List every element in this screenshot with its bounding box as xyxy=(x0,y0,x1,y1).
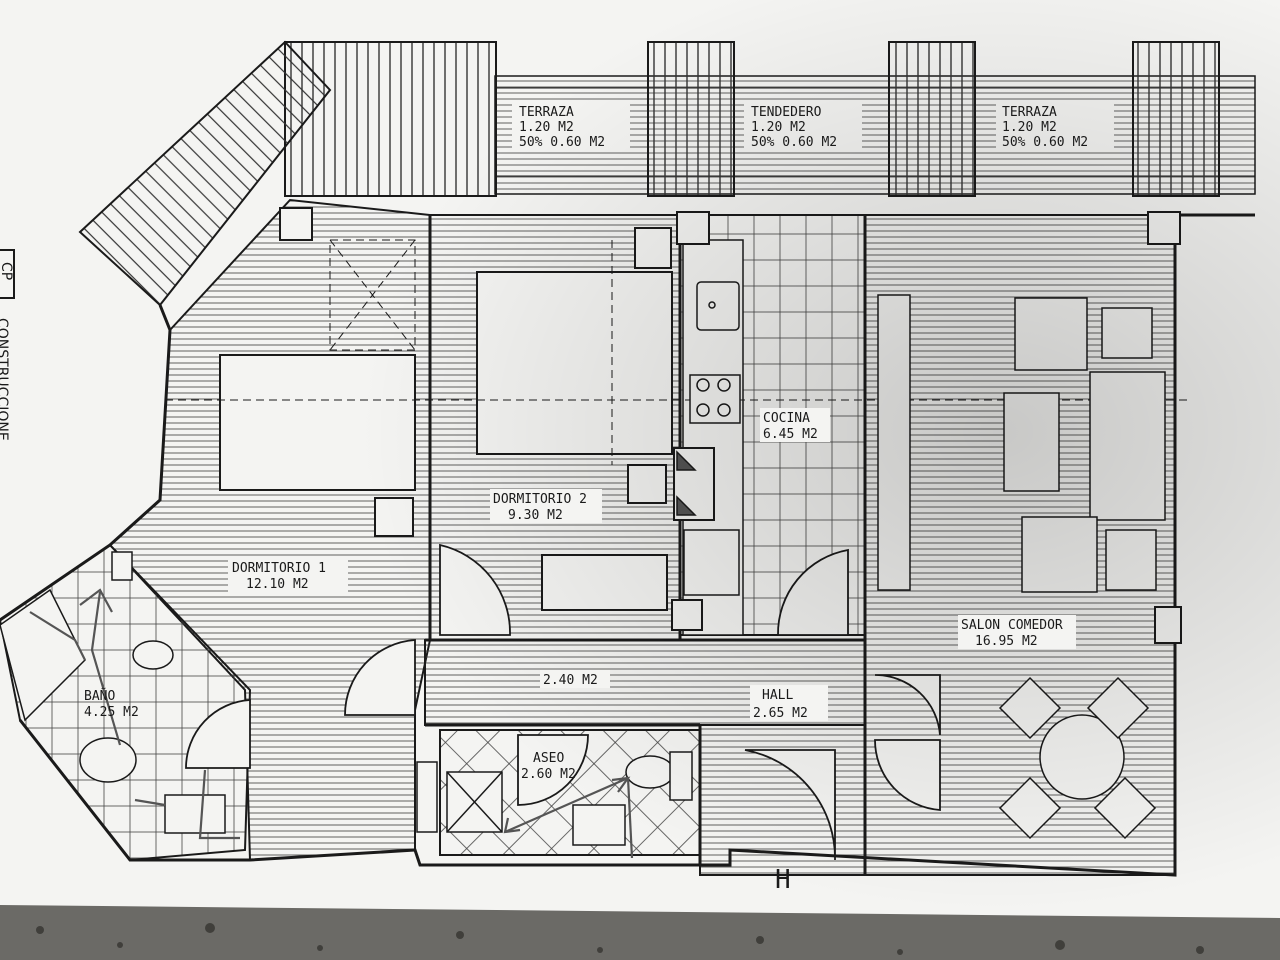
svg-text:1.20 M2: 1.20 M2 xyxy=(519,120,574,135)
svg-text:16.95 M2: 16.95 M2 xyxy=(975,634,1038,649)
svg-text:TERRAZA: TERRAZA xyxy=(519,105,574,120)
label-aseo: ASEO 2.60 M2 xyxy=(521,751,576,782)
svg-text:2.60 M2: 2.60 M2 xyxy=(521,767,576,782)
label-cocina: COCINA 6.45 M2 xyxy=(760,408,830,442)
company-logo: CP xyxy=(0,249,15,299)
svg-text:2.40 M2: 2.40 M2 xyxy=(543,673,598,688)
svg-text:BAÑO: BAÑO xyxy=(84,688,115,704)
svg-text:50% 0.60 M2: 50% 0.60 M2 xyxy=(1002,135,1088,150)
svg-text:COCINA: COCINA xyxy=(763,411,810,426)
svg-text:SALON COMEDOR: SALON COMEDOR xyxy=(961,618,1063,633)
svg-text:DORMITORIO 1: DORMITORIO 1 xyxy=(232,561,326,576)
label-bano: BAÑO 4.25 M2 xyxy=(84,688,139,720)
svg-text:ASEO: ASEO xyxy=(533,751,564,766)
svg-text:9.30 M2: 9.30 M2 xyxy=(508,508,563,523)
company-side-text: CONSTRUCCIONE xyxy=(0,318,10,441)
label-terraza-right: TERRAZA 1.20 M2 50% 0.60 M2 xyxy=(1002,105,1088,150)
entrance-mark: H xyxy=(775,865,791,895)
label-dormitorio-2: DORMITORIO 2 9.30 M2 xyxy=(490,489,602,523)
svg-text:CP: CP xyxy=(0,262,14,280)
label-pasillo: 2.40 M2 xyxy=(540,670,610,688)
svg-text:DORMITORIO 2: DORMITORIO 2 xyxy=(493,492,587,507)
svg-text:6.45 M2: 6.45 M2 xyxy=(763,427,818,442)
label-salon-comedor: SALON COMEDOR 16.95 M2 xyxy=(958,615,1076,649)
svg-text:1.20 M2: 1.20 M2 xyxy=(1002,120,1057,135)
svg-text:TENDEDERO: TENDEDERO xyxy=(751,105,822,120)
label-dormitorio-1: DORMITORIO 1 12.10 M2 xyxy=(228,558,348,592)
svg-text:1.20 M2: 1.20 M2 xyxy=(751,120,806,135)
svg-text:50% 0.60 M2: 50% 0.60 M2 xyxy=(751,135,837,150)
svg-text:2.65 M2: 2.65 M2 xyxy=(753,706,808,721)
svg-text:HALL: HALL xyxy=(762,688,793,703)
label-terraza-left: TERRAZA 1.20 M2 50% 0.60 M2 xyxy=(519,105,605,150)
label-hall: HALL 2.65 M2 xyxy=(750,685,828,721)
svg-text:TERRAZA: TERRAZA xyxy=(1002,105,1057,120)
svg-text:4.25 M2: 4.25 M2 xyxy=(84,705,139,720)
label-tendedero: TENDEDERO 1.20 M2 50% 0.60 M2 xyxy=(751,105,837,150)
svg-text:50% 0.60 M2: 50% 0.60 M2 xyxy=(519,135,605,150)
svg-text:12.10 M2: 12.10 M2 xyxy=(246,577,309,592)
